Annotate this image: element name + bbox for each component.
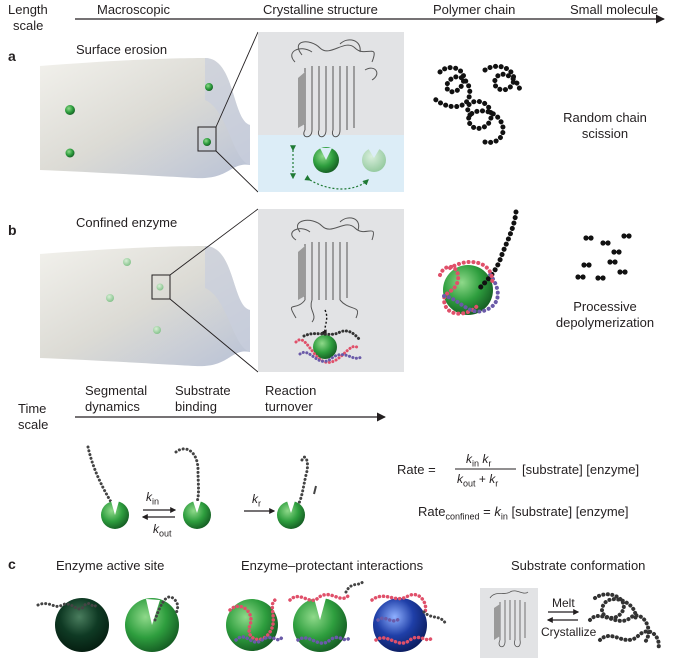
enzyme-icon — [362, 148, 386, 172]
rate-numerator: kin kr — [466, 452, 492, 469]
panel-a-title: Surface erosion — [76, 42, 168, 57]
stage-binding-2: binding — [175, 399, 217, 414]
stage-segmental-1: Segmental — [85, 383, 148, 398]
enzyme-icon — [156, 283, 164, 291]
rate-confined: Rateconfined = kin [substrate] [enzyme] — [418, 504, 629, 522]
panel-b-film — [40, 208, 259, 373]
enzyme-icon — [183, 501, 211, 529]
stage-turnover-1: Reaction — [265, 383, 317, 398]
stage-segmental-2: dynamics — [85, 399, 140, 414]
rate-label: Rate = — [397, 462, 436, 477]
enzyme-icon — [65, 148, 75, 158]
panel-a-film — [40, 31, 259, 193]
column-crystalline-structure: Crystalline structure — [263, 2, 378, 17]
rate-denominator: kout + kr — [457, 472, 499, 489]
panel-b-caption-1: Processive — [573, 299, 637, 314]
panel-a-chains — [429, 63, 523, 145]
melt-label: Melt — [552, 596, 575, 610]
panel-b-chain-enzyme — [438, 209, 519, 316]
panel-a-letter: a — [8, 48, 16, 64]
enzyme-icon — [65, 105, 75, 115]
crystallize-label: Crystallize — [541, 625, 597, 639]
k-out-label: kout — [153, 522, 172, 539]
panel-c-conformation — [480, 588, 661, 658]
panel-b-caption-2: depolymerization — [555, 315, 655, 330]
column-polymer-chain: Polymer chain — [433, 2, 516, 17]
rate-tail: [substrate] [enzyme] — [522, 462, 640, 477]
enzyme-icon — [123, 258, 131, 266]
length-scale-label-1: Length — [8, 2, 48, 17]
panel-c-active-site — [36, 595, 182, 652]
length-scale-label-2: scale — [13, 18, 44, 33]
panel-c-protectant — [226, 578, 448, 652]
panel-b-small-molecules — [575, 233, 632, 281]
time-scale-label-2: scale — [18, 417, 49, 432]
enzyme-icon — [106, 294, 114, 302]
enzyme-icon — [313, 335, 337, 359]
k-in-label: kin — [146, 490, 160, 507]
column-small-molecule: Small molecule — [570, 2, 659, 17]
panel-b-letter: b — [8, 222, 17, 238]
enzyme-icon — [205, 83, 213, 91]
enzyme-icon — [153, 326, 161, 334]
kinetics-scheme — [86, 445, 317, 529]
k-r-label: kr — [252, 492, 261, 509]
enzyme-icon — [203, 138, 211, 146]
time-scale-label-1: Time — [18, 401, 47, 416]
column-macroscopic: Macroscopic — [97, 2, 170, 17]
panel-c-title-protectant: Enzyme–protectant interactions — [241, 558, 424, 573]
panel-a-caption-2: scission — [581, 126, 629, 141]
panel-c-title-conformation: Substrate conformation — [511, 558, 646, 573]
panel-b-crystal-inset — [258, 209, 404, 372]
panel-c-title-active-site: Enzyme active site — [56, 558, 165, 573]
panel-c-letter: c — [8, 556, 16, 572]
stage-binding-1: Substrate — [175, 383, 231, 398]
enzyme-icon — [277, 501, 305, 529]
stage-turnover-2: turnover — [265, 399, 313, 414]
panel-b-title: Confined enzyme — [76, 215, 178, 230]
panel-a-caption-1: Random chain — [563, 110, 647, 125]
enzyme-icon — [55, 598, 109, 652]
panel-a-crystal-inset — [258, 32, 404, 192]
